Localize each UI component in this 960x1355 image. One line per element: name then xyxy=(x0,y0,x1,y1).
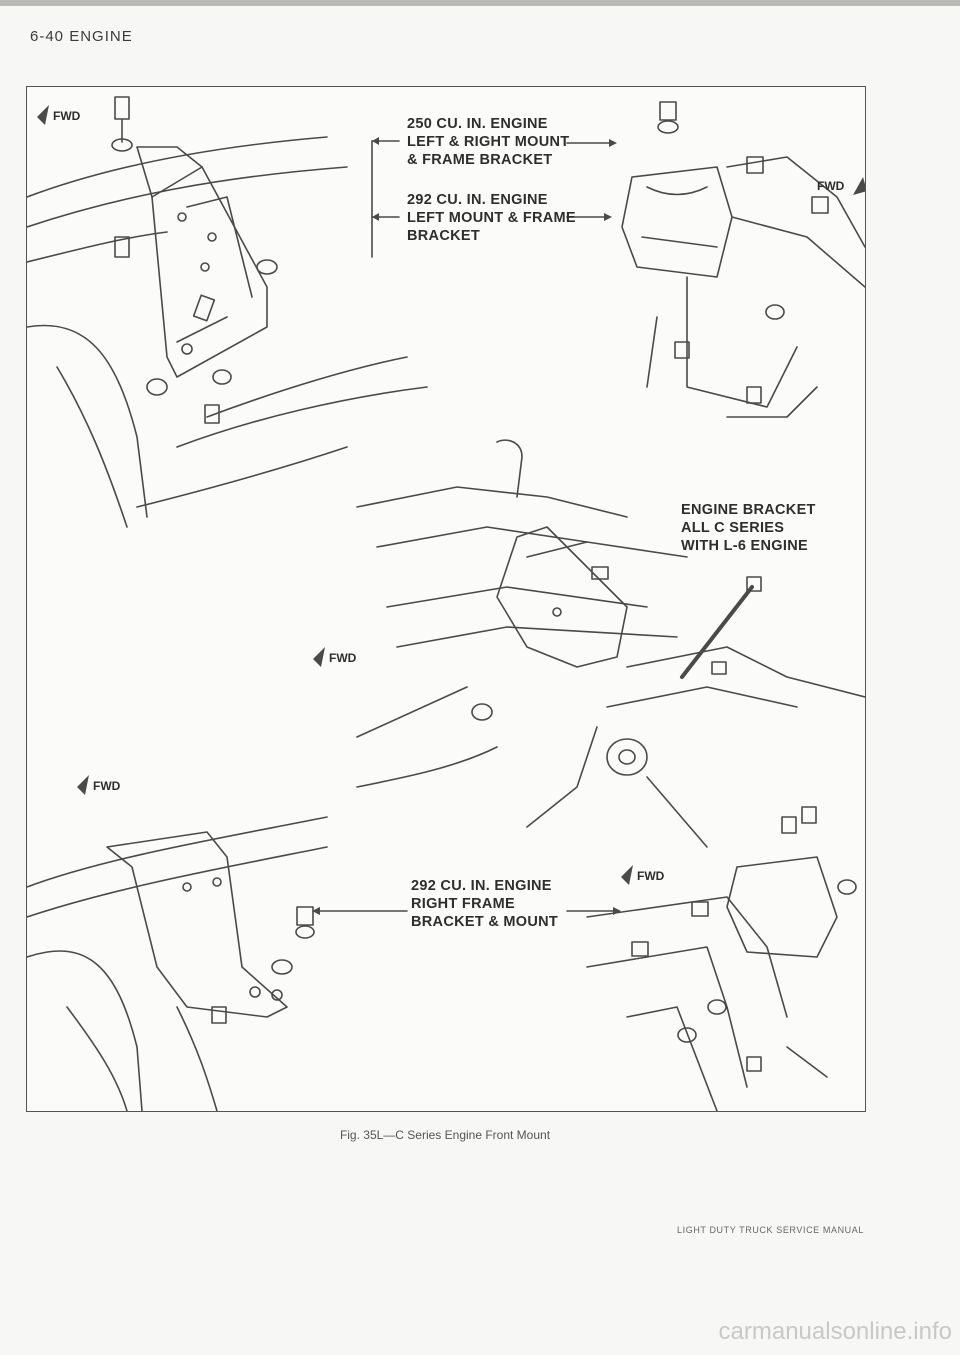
page-header: 6-40 ENGINE xyxy=(30,28,133,45)
callout-250-engine: 250 CU. IN. ENGINE LEFT & RIGHT MOUNT & … xyxy=(407,115,569,169)
callout-line: BRACKET xyxy=(407,228,480,244)
callout-292-left: 292 CU. IN. ENGINE LEFT MOUNT & FRAME BR… xyxy=(407,191,576,245)
callout-line: 292 CU. IN. ENGINE xyxy=(411,878,552,894)
figure-frame: 250 CU. IN. ENGINE LEFT & RIGHT MOUNT & … xyxy=(26,86,866,1112)
fwd-label: FWD xyxy=(53,109,81,123)
fwd-label: FWD xyxy=(817,179,845,193)
callout-engine-bracket: ENGINE BRACKET ALL C SERIES WITH L-6 ENG… xyxy=(681,501,816,555)
fwd-label: FWD xyxy=(93,779,121,793)
callout-line: RIGHT FRAME xyxy=(411,896,515,912)
callout-line: 250 CU. IN. ENGINE xyxy=(407,116,548,132)
callout-line: 292 CU. IN. ENGINE xyxy=(407,192,548,208)
engine-mount-illustration xyxy=(27,96,865,1111)
callout-line: LEFT & RIGHT MOUNT xyxy=(407,134,570,150)
fwd-label: FWD xyxy=(329,651,357,665)
footer-manual-title: LIGHT DUTY TRUCK SERVICE MANUAL xyxy=(677,1225,864,1235)
callout-line: & FRAME BRACKET xyxy=(407,152,553,168)
callout-line: WITH L-6 ENGINE xyxy=(681,538,808,554)
watermark: carmanualsonline.info xyxy=(718,1318,952,1345)
callout-line: ALL C SERIES xyxy=(681,520,785,536)
callout-line: LEFT MOUNT & FRAME xyxy=(407,210,576,226)
figure-caption: Fig. 35L—C Series Engine Front Mount xyxy=(339,1128,551,1142)
callout-line: BRACKET & MOUNT xyxy=(411,914,559,930)
fwd-label: FWD xyxy=(637,869,665,883)
callout-292-right: 292 CU. IN. ENGINE RIGHT FRAME BRACKET &… xyxy=(411,877,558,931)
top-rule xyxy=(0,0,960,6)
callout-line: ENGINE BRACKET xyxy=(681,502,816,518)
